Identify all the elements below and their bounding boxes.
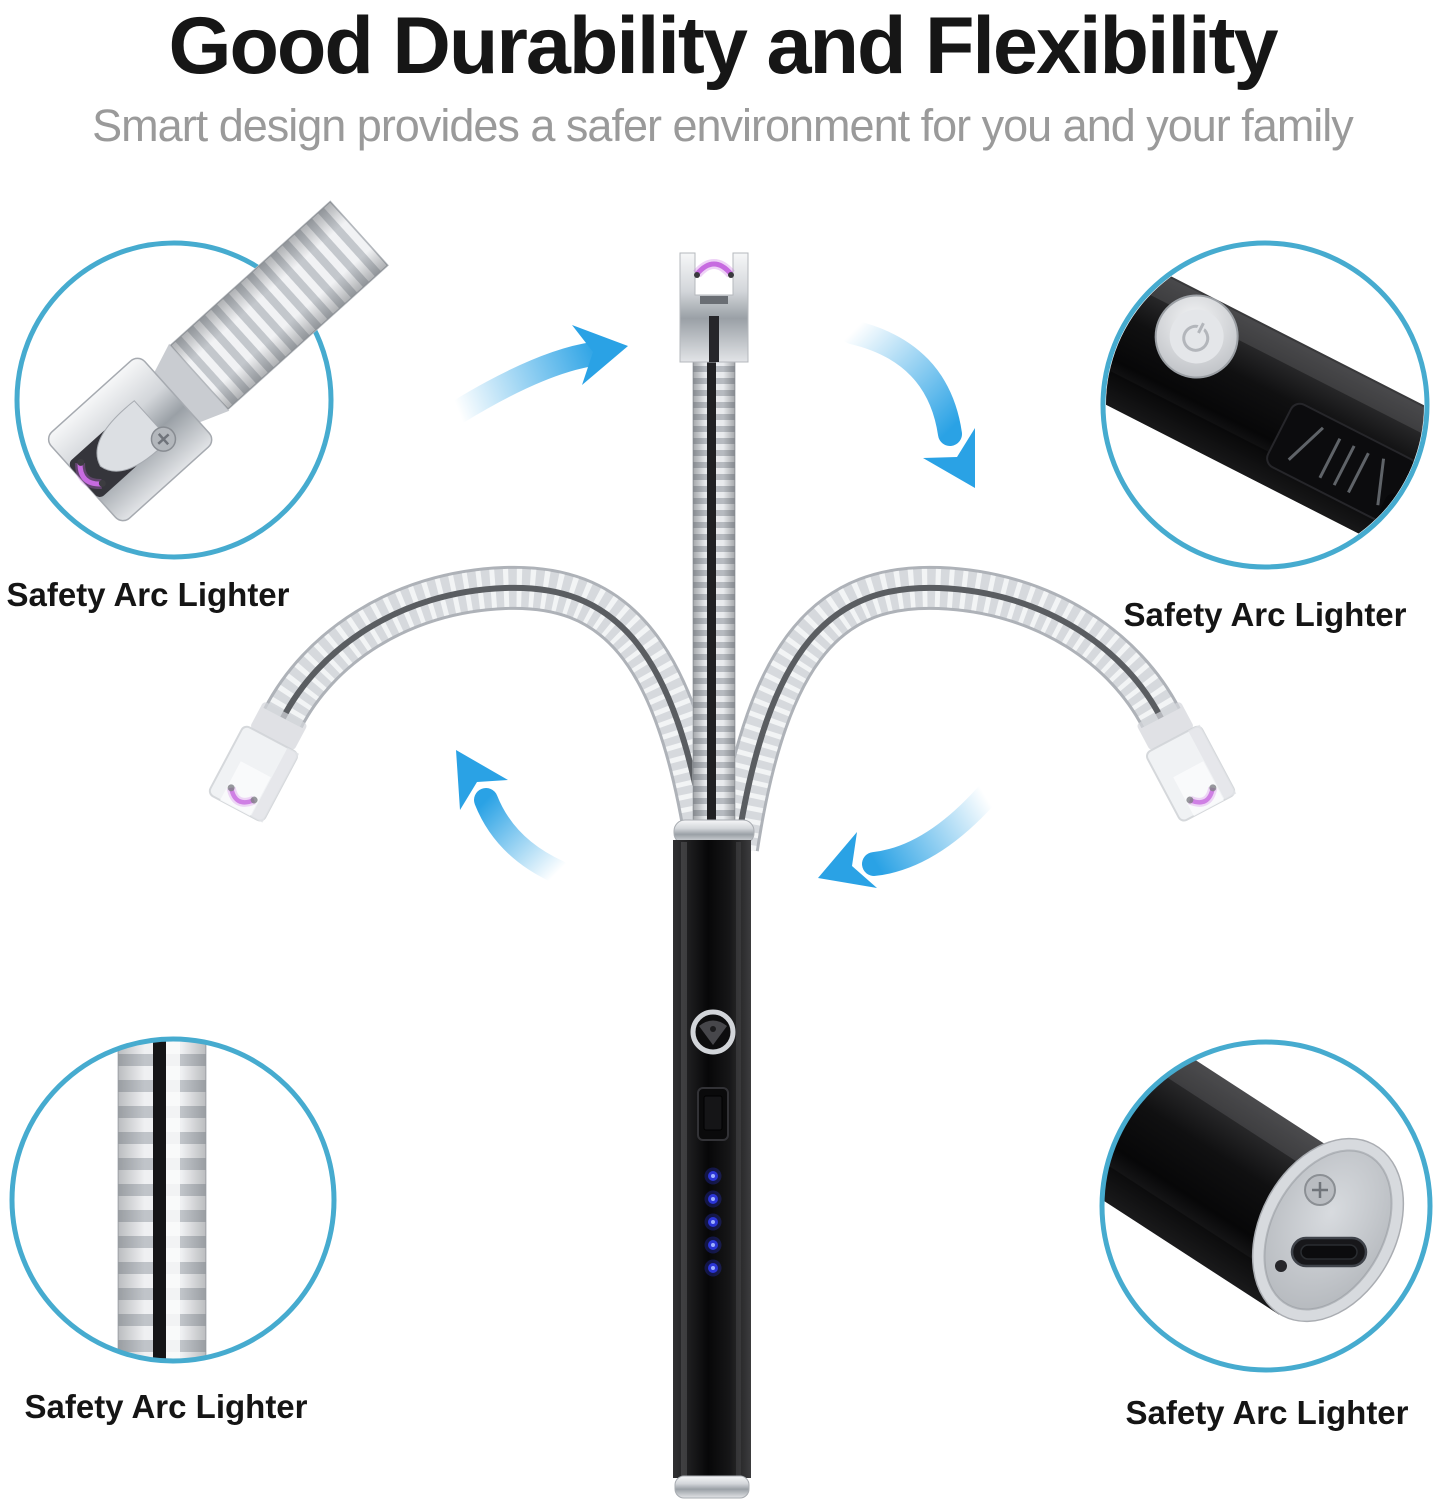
lighter-handle <box>673 840 751 1499</box>
ghost-head-left <box>208 702 307 823</box>
led-hole-icon <box>1275 1260 1287 1272</box>
callout-circle-head <box>14 240 334 560</box>
flexible-neck <box>692 359 736 825</box>
bent-neck-right <box>715 565 1181 852</box>
head-detail-photo <box>47 200 389 522</box>
callout-label-base: Safety Arc Lighter <box>1125 1394 1409 1431</box>
callout-circle-base <box>1099 1039 1433 1373</box>
rotation-arrow-bottom-left <box>456 750 570 884</box>
electrode-bullet <box>96 400 170 472</box>
spark-arc-closeup <box>77 462 102 487</box>
ghost-head-right <box>1137 702 1237 822</box>
callout-circle-neck <box>9 1036 337 1364</box>
rotation-arrow-bottom-right <box>818 784 998 888</box>
usb-base-cap <box>674 1475 750 1499</box>
callout-circle-button <box>1100 240 1430 570</box>
callout-label-button: Safety Arc Lighter <box>1123 596 1407 633</box>
spark-arc <box>695 261 733 276</box>
arc-lighter-product <box>208 252 1237 1499</box>
page-subtitle: Smart design provides a safer environmen… <box>92 100 1354 151</box>
power-button-detail-photo <box>1106 253 1424 564</box>
page-title: Good Durability and Flexibility <box>168 1 1278 91</box>
lighter-head <box>679 252 749 363</box>
rotation-arrow-top-left <box>446 325 628 424</box>
flexible-neck-detail-photo <box>117 1039 207 1361</box>
charging-base-detail-photo <box>1102 1042 1405 1323</box>
callout-label-head: Safety Arc Lighter <box>6 576 290 613</box>
bent-neck-left <box>263 565 729 852</box>
callout-label-neck: Safety Arc Lighter <box>24 1388 308 1425</box>
base-cap-closeup <box>1251 1137 1405 1323</box>
rotation-arrow-top-right <box>840 320 975 488</box>
battery-led-indicators <box>704 1167 722 1277</box>
